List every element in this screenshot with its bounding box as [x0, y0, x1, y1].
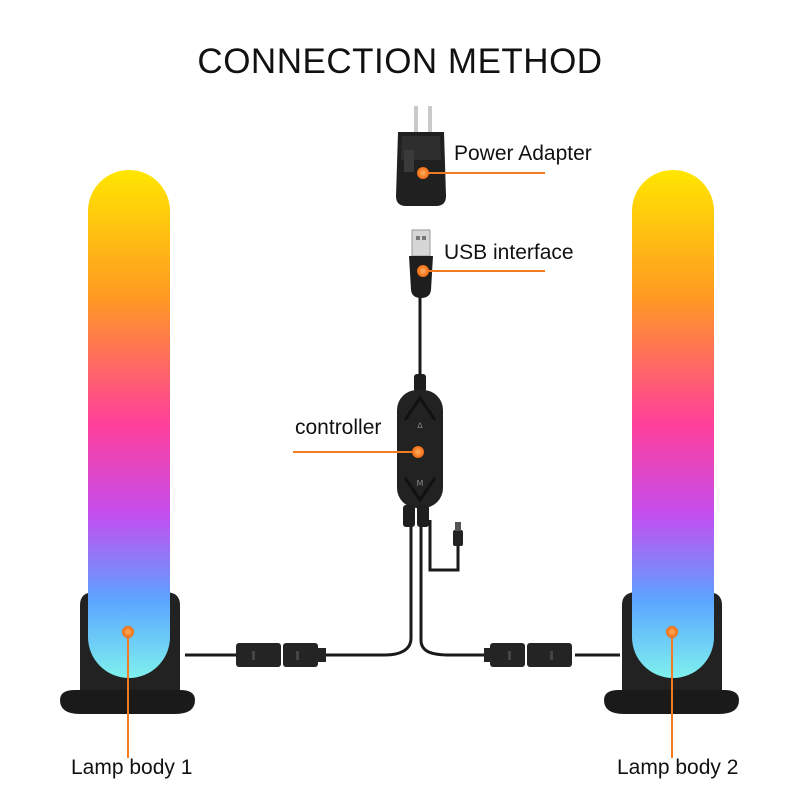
power-adapter-label: Power Adapter [454, 142, 592, 165]
lamp-body-2-label: Lamp body 2 [617, 756, 739, 779]
controller-mode-mark: M [417, 479, 424, 488]
lamp-body-1 [60, 170, 195, 714]
lamp-body-1-label: Lamp body 1 [71, 756, 193, 779]
lamp1-dot [122, 626, 134, 638]
usb-connector-icon [409, 229, 433, 298]
lamp2-dot [666, 626, 678, 638]
cables [185, 294, 620, 657]
power-adapter-dot [417, 167, 429, 179]
usb-interface-label: USB interface [444, 241, 574, 264]
controller-label: controller [295, 416, 382, 439]
aux-plug-icon [453, 522, 463, 546]
cable-connector-icon [484, 643, 572, 667]
page-title: CONNECTION METHOD [197, 42, 603, 81]
cable-connector-icon [236, 643, 326, 667]
controller-power-mark: ᐃ [417, 421, 423, 430]
controller-dot [412, 446, 424, 458]
usb-dot [417, 265, 429, 277]
power-plug-icon [396, 106, 446, 206]
